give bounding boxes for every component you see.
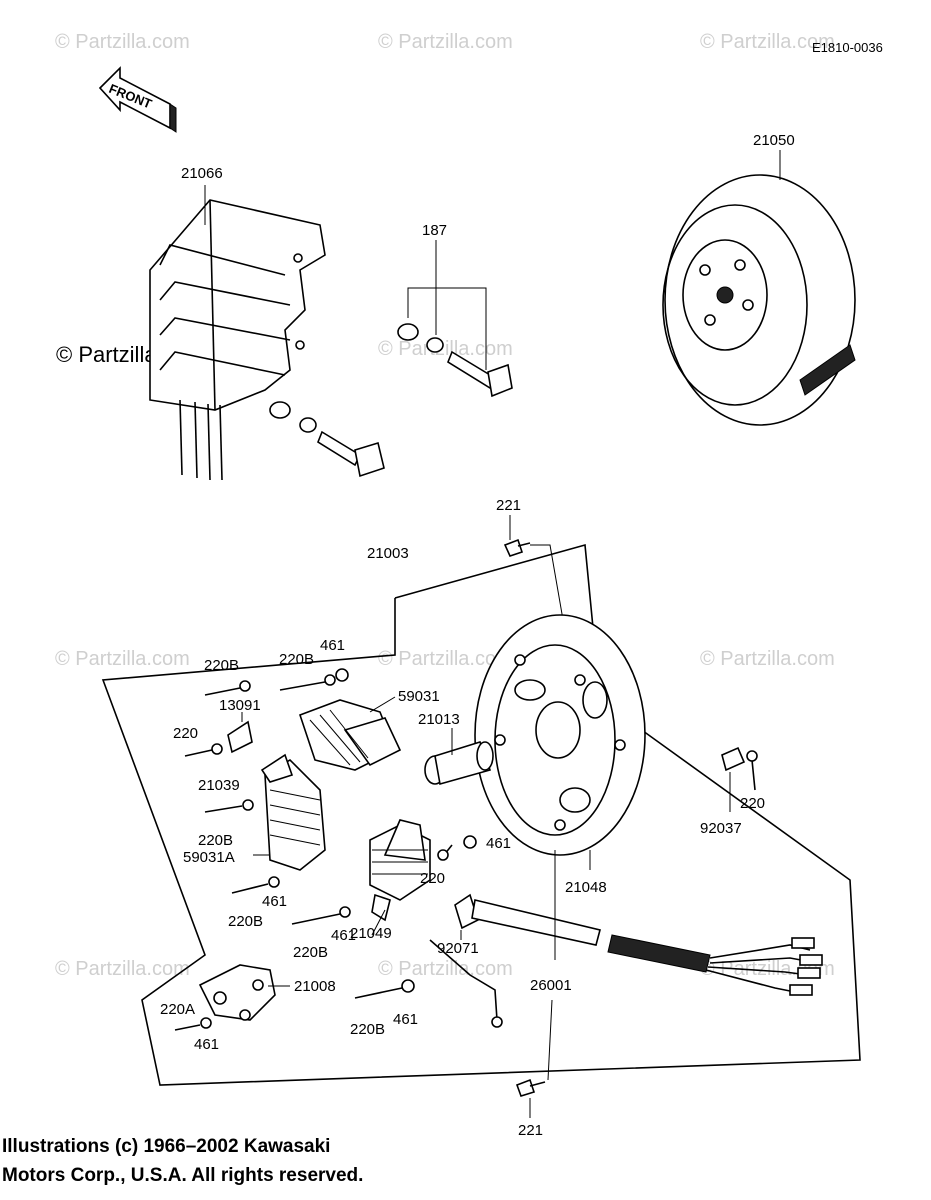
part-label: 220 [173,725,198,742]
part-label: 461 [486,835,511,852]
diagram-code: E1810-0036 [812,40,883,55]
part-label: 461 [393,1011,418,1028]
pickup-coil-icon [198,964,276,1021]
coil-icon [369,819,431,922]
watermark: © Partzilla.com [378,648,513,670]
part-label: 92037 [700,820,742,837]
part-label: 220B [279,651,314,668]
watermark: © Partzilla.com [378,31,513,53]
copyright-line: Illustrations (c) 1966–2002 Kawasaki [2,1136,331,1157]
screw-icon [184,743,223,757]
part-label: 461 [331,927,356,944]
watermark: © Partzilla.com [700,648,835,670]
part-label: 220B [228,913,263,930]
part-label: 21066 [181,165,223,182]
part-label: 13091 [219,697,261,714]
plate-icon [227,720,253,754]
bolt-icon [204,680,251,696]
bracket-icon [721,746,758,791]
watermarks: © Partzilla.com © Partzilla.com © Partzi… [55,31,835,980]
part-label: 220B [350,1021,385,1038]
part-label: 21003 [367,545,409,562]
part-label: 21013 [418,711,460,728]
coil-icon [298,699,402,771]
screw-icon [437,844,453,861]
bolt-icon [231,876,280,894]
part-label: 220A [160,1001,195,1018]
watermark: © Partzilla.com [378,338,513,360]
bolt-washer-icon [269,401,385,478]
bolt-icon [204,799,254,813]
part-label: 220 [740,795,765,812]
part-label: 21008 [294,978,336,995]
part-label: 21050 [753,132,795,149]
watermark: © Partzilla.com [378,958,513,980]
copyright-notice: Illustrations (c) 1966–2002 Kawasaki Mot… [2,1132,602,1190]
front-arrow-icon: FRONT [98,66,177,133]
part-label: 59031A [183,849,235,866]
bolt-icon [354,979,415,999]
coil-icon [260,753,326,871]
part-label: 92071 [437,940,479,957]
part-label: 21049 [350,925,392,942]
part-label: 220B [293,944,328,961]
screw-icon [503,538,531,557]
copyright-line: Motors Corp., U.S.A. All rights reserved… [2,1165,364,1186]
part-label: 26001 [530,977,572,994]
watermark: © Partzilla.com [55,958,190,980]
part-label: 461 [194,1036,219,1053]
part-label: 220B [198,832,233,849]
bolt-icon [279,668,349,691]
bolt-icon [291,906,351,925]
watermark: © Partzilla.com [55,31,190,53]
part-label: 461 [262,893,287,910]
part-label: 21048 [565,879,607,896]
part-label: 220 [420,870,445,887]
screw-icon [174,1017,212,1031]
part-label: 221 [496,497,521,514]
wire-harness-icon [429,893,823,1028]
nut-icon [463,835,477,849]
regulator-icon [149,199,326,481]
screw-icon [515,1078,546,1097]
watermark: © Partzilla.com [55,648,190,670]
stator-plate-icon [474,614,646,856]
part-label: 220B [204,657,239,674]
part-label: 187 [422,222,447,239]
part-label: 59031 [398,688,440,705]
watermark: © Partzilla.com [700,31,835,53]
flywheel-icon [662,174,856,426]
condenser-icon [424,741,494,786]
bolt-washer-icon [397,323,513,398]
part-label: 21039 [198,777,240,794]
part-label: 221 [518,1122,543,1139]
part-label: 461 [320,637,345,654]
